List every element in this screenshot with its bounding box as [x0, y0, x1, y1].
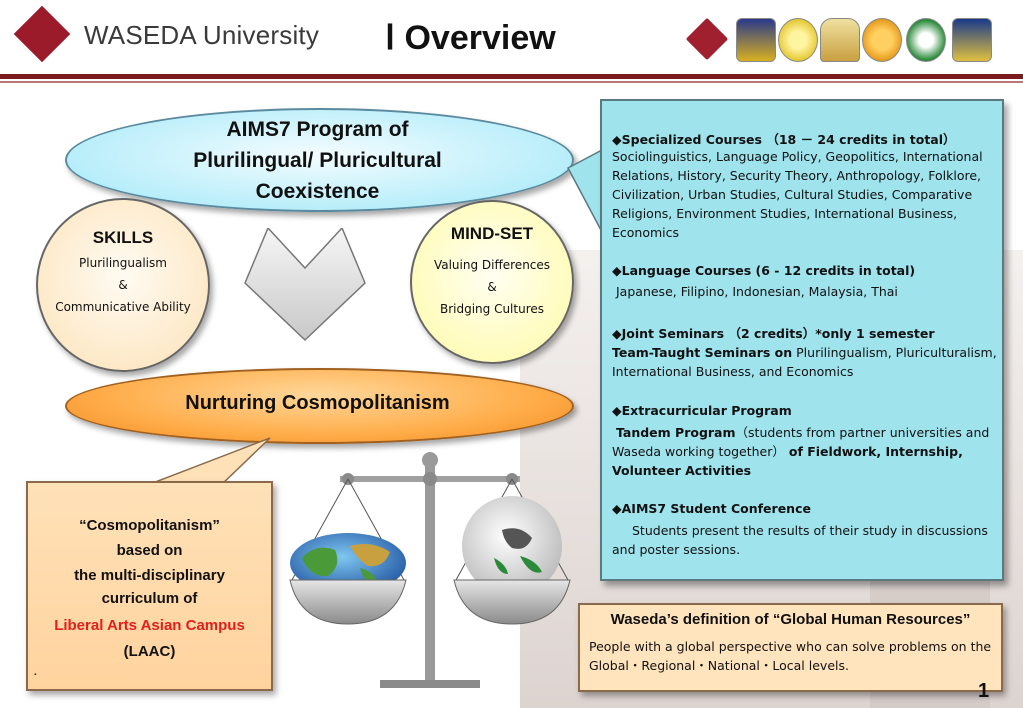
- joint-bold: Team-Taught Seminars on: [612, 345, 792, 360]
- partner-emblem-5-icon: [862, 18, 902, 62]
- partner-emblem-4-icon: [820, 18, 860, 62]
- definition-box: Waseda’s definition of “Global Human Res…: [578, 603, 1003, 692]
- skills-line-1: Plurilingualism: [38, 252, 208, 274]
- partner-emblem-7-icon: [952, 18, 992, 62]
- cosmo-line-4: curriculum of: [28, 590, 271, 607]
- extra-bold-1: Tandem Program: [616, 425, 736, 440]
- skills-line-2: &: [38, 274, 208, 296]
- cosmopolitanism-callout: “Cosmopolitanism” based on the multi-dis…: [26, 481, 273, 691]
- mindset-line-1: Valuing Differences: [412, 254, 572, 276]
- cosmo-line-5: Liberal Arts Asian Campus: [28, 617, 271, 634]
- skills-line-3: Communicative Ability: [38, 296, 208, 318]
- page-number: 1: [978, 680, 989, 703]
- conference-body: Students present the results of their st…: [612, 521, 997, 559]
- skills-circle: SKILLS Plurilingualism & Communicative A…: [36, 198, 210, 372]
- language-heading: ◆Language Courses (6 - 12 credits in tot…: [612, 263, 915, 278]
- mindset-title: MIND-SET: [412, 224, 572, 244]
- program-line-2: Plurilingual/ Pluricultural: [120, 145, 515, 176]
- joint-block: Team-Taught Seminars on Plurilingualism,…: [612, 343, 997, 381]
- nurture-title: Nurturing Cosmopolitanism: [65, 392, 570, 415]
- extra-heading: ◆Extracurricular Program: [612, 403, 792, 418]
- cosmo-line-3: the multi-disciplinary: [28, 567, 271, 584]
- cosmo-line-1: “Cosmopolitanism”: [28, 517, 271, 534]
- skills-title: SKILLS: [38, 228, 208, 248]
- partner-emblem-3-icon: [778, 18, 818, 62]
- program-title: AIMS7 Program of Plurilingual/ Pluricult…: [120, 114, 515, 207]
- mindset-line-2: &: [412, 276, 572, 298]
- specialized-body: Sociolinguistics, Language Policy, Geopo…: [612, 147, 997, 242]
- partner-emblem-2-icon: [736, 18, 776, 62]
- cosmo-line-6: (LAAC): [28, 643, 271, 660]
- definition-title: Waseda’s definition of “Global Human Res…: [580, 611, 1001, 628]
- header-rule-thin: [0, 81, 1023, 83]
- courses-info-box: ◆Specialized Courses （18 － 24 credits in…: [600, 99, 1004, 581]
- slide-title: Ⅰ Overview: [385, 18, 556, 58]
- partner-emblem-6-icon: [906, 18, 946, 62]
- cosmo-dot: .: [34, 667, 54, 678]
- extra-block: Tandem Program（students from partner uni…: [612, 423, 997, 480]
- language-body: Japanese, Filipino, Indonesian, Malaysia…: [616, 282, 1001, 301]
- program-line-3: Coexistence: [120, 176, 515, 207]
- down-arrow-icon: [240, 228, 370, 343]
- definition-body: People with a global perspective who can…: [589, 637, 994, 675]
- header-rule: [0, 74, 1023, 79]
- balance-scale-image: [280, 448, 590, 690]
- program-line-1: AIMS7 Program of: [120, 114, 515, 145]
- university-name: WASEDA University: [84, 20, 319, 51]
- mindset-circle: MIND-SET Valuing Differences & Bridging …: [410, 200, 574, 364]
- conference-heading: ◆AIMS7 Student Conference: [612, 501, 811, 516]
- cosmo-line-2: based on: [28, 542, 271, 559]
- joint-heading: ◆Joint Seminars （2 credits）*only 1 semes…: [612, 323, 935, 342]
- mindset-line-3: Bridging Cultures: [412, 298, 572, 320]
- specialized-heading: ◆Specialized Courses （18 － 24 credits in…: [612, 129, 956, 148]
